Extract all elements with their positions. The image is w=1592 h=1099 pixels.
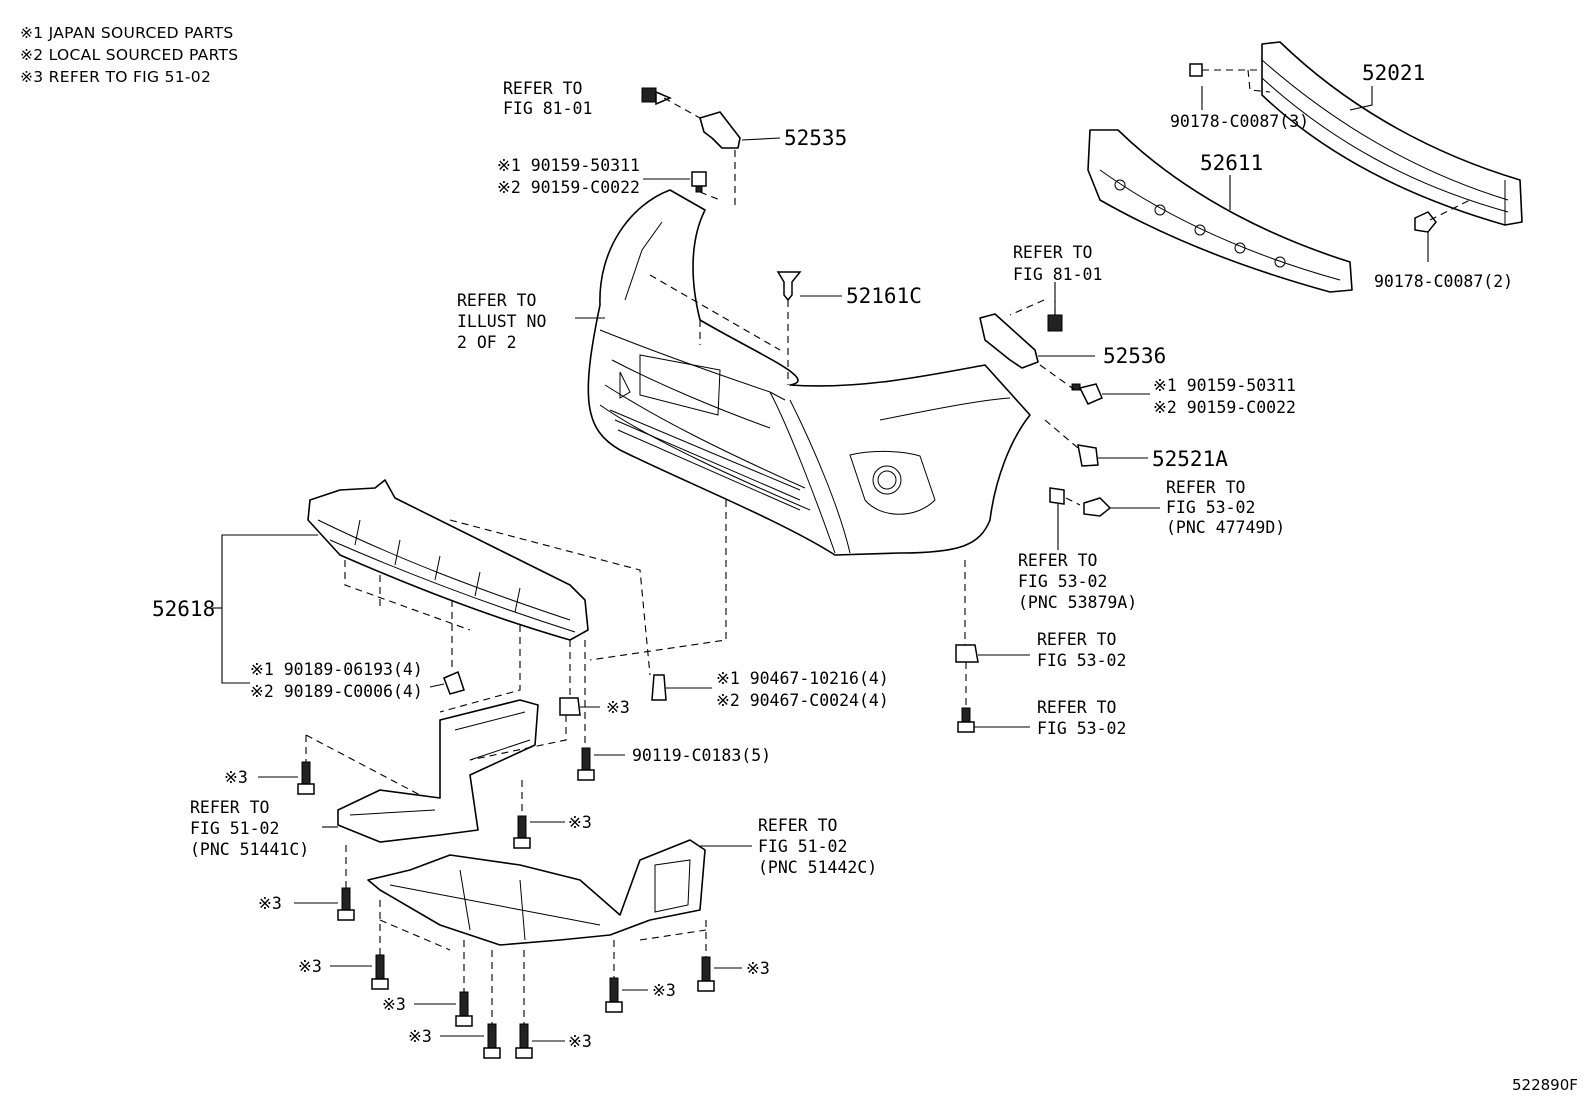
label-52611: 52611 xyxy=(1200,151,1263,175)
screw-s3-i[interactable] xyxy=(605,977,623,1013)
bumper-reinforcement[interactable] xyxy=(1261,41,1523,226)
label-s3-c: ※3 xyxy=(568,813,592,832)
label-s3-h: ※3 xyxy=(568,1032,592,1051)
screw-refer-top[interactable] xyxy=(641,87,672,106)
label-53-02-b1: REFER TO xyxy=(1037,698,1116,717)
label-clip-japan: ※1 90189-06193(4) xyxy=(250,660,423,679)
label-53-02-b2: FIG 53-02 xyxy=(1037,719,1126,738)
label-51441c-c: (PNC 51441C) xyxy=(190,840,309,859)
label-52618: 52618 xyxy=(152,597,215,621)
bolt-90159-right[interactable] xyxy=(1071,383,1103,405)
label-s3-a: ※3 xyxy=(606,698,630,717)
label-refer-81-01-right-a: REFER TO xyxy=(1013,243,1092,262)
screw-s3-c[interactable] xyxy=(513,815,531,849)
bracket-52536[interactable] xyxy=(979,313,1039,369)
label-52535: 52535 xyxy=(784,126,847,150)
screw-90119[interactable] xyxy=(577,747,595,781)
label-53-02-a1: REFER TO xyxy=(1037,630,1116,649)
label-53879a-c: (PNC 53879A) xyxy=(1018,593,1137,612)
label-s3-j: ※3 xyxy=(746,959,770,978)
legend: ※1 JAPAN SOURCED PARTS ※2 LOCAL SOURCED … xyxy=(20,22,238,88)
screw-s3-d[interactable] xyxy=(337,887,355,921)
label-bolt1-japan: ※1 90159-50311 xyxy=(497,156,640,175)
label-s3-i: ※3 xyxy=(652,981,676,1000)
nut-90178-bottom[interactable] xyxy=(1414,211,1437,233)
label-rivet-japan: ※1 90467-10216(4) xyxy=(716,669,889,688)
clip-s3-a[interactable] xyxy=(559,697,581,716)
label-52161c: 52161C xyxy=(846,284,922,308)
leader-lines xyxy=(212,86,1429,1042)
label-s3-b: ※3 xyxy=(224,768,248,787)
screw-refer-right[interactable] xyxy=(1047,314,1063,332)
label-51442c-a: REFER TO xyxy=(758,816,837,835)
label-illust-a: REFER TO xyxy=(457,291,536,310)
clip-53879a[interactable] xyxy=(1049,487,1065,505)
hardware-group xyxy=(297,63,1437,1059)
lower-cover-51442c[interactable] xyxy=(367,839,706,946)
label-53879a-b: FIG 53-02 xyxy=(1018,572,1107,591)
clip-90189[interactable] xyxy=(443,670,465,695)
legend-note-local: ※2 LOCAL SOURCED PARTS xyxy=(20,46,239,64)
label-51441c-b: FIG 51-02 xyxy=(190,819,279,838)
screw-s3-e[interactable] xyxy=(371,954,389,990)
screw-s3-f[interactable] xyxy=(455,991,473,1027)
screw-s3-h[interactable] xyxy=(515,1023,533,1059)
label-bolt2-japan: ※1 90159-50311 xyxy=(1153,376,1296,395)
legend-note-japan: ※1 JAPAN SOURCED PARTS xyxy=(20,24,234,42)
label-51442c-b: FIG 51-02 xyxy=(758,837,847,856)
label-nut-90178-2: 90178-C0087(2) xyxy=(1374,272,1513,291)
bracket-52535[interactable] xyxy=(699,111,741,149)
bolt-53-02-b[interactable] xyxy=(957,707,975,733)
clip-52521a[interactable] xyxy=(1077,444,1099,467)
assembly-lines xyxy=(305,69,1471,1024)
label-refer-81-01-top-a: REFER TO xyxy=(503,79,582,98)
label-refer-81-01-top-b: FIG 81-01 xyxy=(503,99,592,118)
retainer-47749d[interactable] xyxy=(1083,497,1112,517)
label-47749d-c: (PNC 47749D) xyxy=(1166,518,1285,537)
engine-under-cover-52618[interactable] xyxy=(307,479,589,641)
label-53-02-a2: FIG 53-02 xyxy=(1037,651,1126,670)
label-screw-90119: 90119-C0183(5) xyxy=(632,746,771,765)
rivet-90467[interactable] xyxy=(651,674,667,701)
label-53879a-a: REFER TO xyxy=(1018,551,1097,570)
callout-labels: REFER TO FIG 81-01 52535 ※1 90159-50311 … xyxy=(152,61,1578,1094)
legend-note-refer: ※3 REFER TO FIG 51-02 xyxy=(20,68,212,86)
label-bolt2-local: ※2 90159-C0022 xyxy=(1153,398,1296,417)
label-illust-c: 2 OF 2 xyxy=(457,333,517,352)
nut-53-02-a[interactable] xyxy=(955,644,979,663)
label-rivet-local: ※2 90467-C0024(4) xyxy=(716,691,889,710)
label-s3-g: ※3 xyxy=(408,1027,432,1046)
label-s3-d: ※3 xyxy=(258,894,282,913)
label-nut-90178-3: 90178-C0087(3) xyxy=(1170,112,1309,131)
label-51441c-a: REFER TO xyxy=(190,798,269,817)
label-52021: 52021 xyxy=(1362,61,1425,85)
label-refer-81-01-right-b: FIG 81-01 xyxy=(1013,265,1102,284)
screw-s3-g[interactable] xyxy=(483,1023,501,1059)
side-cover-51441c[interactable] xyxy=(337,699,539,843)
label-52536: 52536 xyxy=(1103,344,1166,368)
bolt-90159-top[interactable] xyxy=(691,171,707,193)
label-s3-f: ※3 xyxy=(382,995,406,1014)
label-clip-local: ※2 90189-C0006(4) xyxy=(250,682,423,701)
label-bolt1-local: ※2 90159-C0022 xyxy=(497,178,640,197)
label-illust-b: ILLUST NO xyxy=(457,312,546,331)
label-51442c-c: (PNC 51442C) xyxy=(758,858,877,877)
nut-90178-top[interactable] xyxy=(1189,63,1203,77)
screw-s3-b[interactable] xyxy=(297,761,315,795)
screw-s3-j[interactable] xyxy=(697,956,715,992)
label-52521a: 52521A xyxy=(1152,447,1228,471)
bumper-cover[interactable] xyxy=(587,189,1031,556)
clip-52161c[interactable] xyxy=(776,271,802,302)
energy-absorber[interactable] xyxy=(1087,129,1353,293)
label-47749d-b: FIG 53-02 xyxy=(1166,498,1255,517)
figure-code: 522890F xyxy=(1512,1076,1578,1094)
label-s3-e: ※3 xyxy=(298,957,322,976)
label-47749d-a: REFER TO xyxy=(1166,478,1245,497)
